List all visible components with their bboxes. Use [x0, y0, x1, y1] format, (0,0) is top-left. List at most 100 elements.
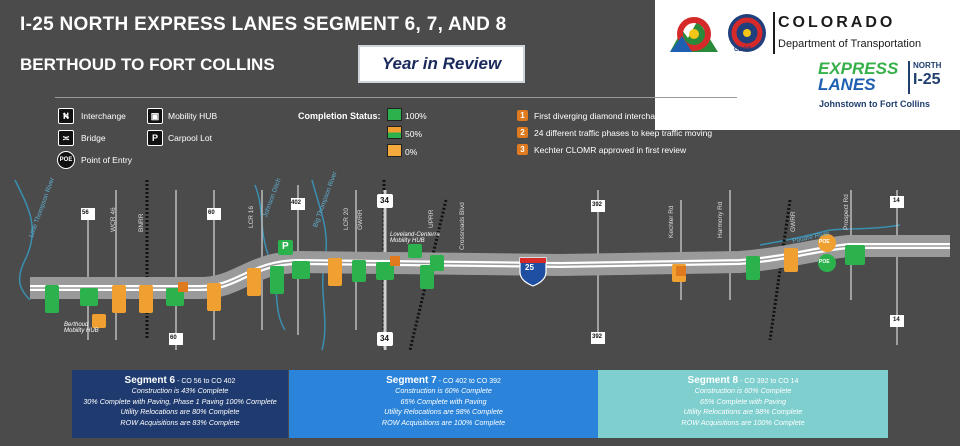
- bridge-marker: [45, 285, 59, 313]
- note-1: First diverging diamond interchange in N…: [534, 111, 751, 121]
- note-marker-3: [676, 266, 686, 276]
- express-north: NORTH: [913, 61, 942, 70]
- bus-icon: ▣: [147, 108, 163, 124]
- bridge-marker: [270, 266, 284, 294]
- express-route: I-25: [913, 71, 941, 88]
- us34-shield-bottom: [377, 332, 393, 346]
- poe-icon: POE: [57, 151, 75, 169]
- segment-6-title: Segment 6: [124, 375, 176, 386]
- status-0-label: 0%: [405, 147, 418, 157]
- road-label-kechter: Kechter Rd: [668, 205, 675, 238]
- us34-top-label: 34: [380, 196, 389, 205]
- road-label-lcr20: LCR 20: [343, 207, 350, 230]
- road-label-prospect: Prospect Rd: [843, 194, 850, 230]
- segment-7-heading: Segment 7 - CO 402 to CO 392: [289, 375, 598, 386]
- segment-8-line-3: Utility Relocations are 98% Complete: [683, 407, 803, 416]
- segment-7-line-2: 65% Complete with Paving: [400, 396, 487, 406]
- main-title: I-25 NORTH EXPRESS LANES SEGMENT 6, 7, A…: [20, 14, 507, 35]
- segment-8-line-2: 65% Complete with Paving: [700, 396, 786, 406]
- lanes-word: LANES: [818, 75, 876, 94]
- interchange-marker: [292, 261, 310, 279]
- bridge-icon: ≍: [58, 130, 74, 146]
- segment-7-title: Segment 7: [386, 375, 437, 386]
- segment-6-heading: Segment 6 - CO 56 to CO 402: [72, 375, 288, 386]
- co392-bottom-label: 392: [592, 334, 603, 340]
- road-label-harmony: Harmony Rd: [717, 201, 724, 238]
- road-label-crossroads: Crossroads Blvd: [459, 202, 466, 250]
- legend-bridge: Bridge: [81, 133, 106, 143]
- bridge-marker: [207, 283, 221, 311]
- status-markers: [45, 234, 865, 328]
- road-label-bnrr: BNRR: [138, 213, 145, 232]
- bridge-marker: [420, 265, 434, 289]
- interchange-icon: ⛕: [58, 108, 74, 124]
- segment-6-line-2: 30% Complete with Paving, Phase 1 Paving…: [83, 396, 277, 406]
- segment-6-line-1: Construction is 43% Complete: [131, 386, 229, 395]
- segment-7-range: - CO 402 to CO 392: [436, 378, 501, 385]
- state-shields: [81, 196, 904, 345]
- carpool-marker-label: P: [282, 241, 289, 252]
- note-2: 24 different traffic phases to keep traf…: [534, 128, 713, 138]
- i25-shield: [519, 257, 547, 287]
- legend-interchange: Interchange: [81, 111, 126, 121]
- legend-carpool: Carpool Lot: [168, 133, 212, 143]
- bridge-marker: [247, 268, 261, 296]
- status-title: Completion Status:: [298, 111, 381, 121]
- segment-6-range: - CO 56 to CO 402: [175, 378, 236, 385]
- note-1-badge: 1: [517, 110, 528, 121]
- express-subtitle: Johnstown to Fort Collins: [819, 99, 930, 109]
- note-3-badge: 3: [517, 144, 528, 155]
- legend-mobility-hub: Mobility HUB: [168, 111, 218, 121]
- interchange-marker: [166, 288, 184, 306]
- header-divider: [55, 97, 737, 98]
- note-3: Kechter CLOMR approved in first review: [534, 145, 687, 155]
- parking-icon: P: [147, 130, 163, 146]
- colorado-logo-icon: [670, 17, 718, 52]
- interchange-marker: [376, 262, 394, 280]
- note-marker-1: [178, 282, 188, 292]
- interchange-marker: [845, 245, 865, 265]
- road-label-wcr46: WCR 46: [110, 207, 117, 232]
- segment-8-panel: Segment 8 - CO 392 to CO 14 Construction…: [598, 370, 888, 438]
- status-0-swatch: [387, 144, 402, 157]
- bridge-marker: [139, 285, 153, 313]
- cdot-name: COLORADO: [778, 14, 896, 31]
- segment-6-line-4: ROW Acquisitions are 83% Complete: [120, 417, 240, 427]
- express-divider: [908, 61, 910, 94]
- co402-label: 402: [291, 200, 302, 206]
- mobility-hub-marker: [92, 314, 106, 328]
- segment-7-line-4: ROW Acquisitions are 100% Complete: [381, 417, 506, 427]
- status-50-swatch: [387, 126, 402, 139]
- logo-divider: [773, 12, 775, 54]
- segment-8-range: - CO 392 to CO 14: [738, 378, 799, 385]
- note-marker-2: [390, 256, 400, 266]
- segment-8-heading: Segment 8 - CO 392 to CO 14: [598, 375, 888, 386]
- road-label-lcr16: LCR 16: [248, 205, 255, 228]
- status-100-label: 100%: [405, 111, 427, 121]
- segment-8-line-1: Construction is 60% Complete: [694, 386, 792, 395]
- legend-poe: Point of Entry: [81, 155, 133, 165]
- road-label-gwrr-2: GWRR: [790, 211, 797, 232]
- status-100-swatch: [387, 108, 402, 121]
- bridge-marker: [328, 258, 342, 286]
- express-word: EXPRESS: [818, 59, 899, 78]
- bridge-marker: [746, 256, 760, 280]
- interchange-marker: [80, 288, 98, 306]
- segment-8-line-4: ROW Acquisitions are 100% Complete: [681, 417, 805, 427]
- road-label-uprr: UPRR: [428, 209, 435, 228]
- bridge-marker: [784, 248, 798, 272]
- i25-shield-label: 25: [525, 263, 534, 272]
- cdot-small-label: CDOT: [734, 47, 751, 53]
- segment-7-line-3: Utility Relocations are 98% Complete: [384, 407, 503, 416]
- carpool-marker: [278, 240, 293, 255]
- co60-label: 60: [208, 210, 215, 216]
- cdot-department: Department of Transportation: [778, 38, 922, 50]
- poe-2-label: POE: [819, 259, 830, 265]
- little-thompson-river: [14, 179, 34, 301]
- bridge-marker: [352, 260, 366, 282]
- co392-label: 392: [592, 202, 603, 208]
- road-label-gwrr: GWRR: [357, 209, 364, 230]
- status-50-label: 50%: [405, 129, 423, 139]
- mobility-hub-marker: [408, 244, 422, 258]
